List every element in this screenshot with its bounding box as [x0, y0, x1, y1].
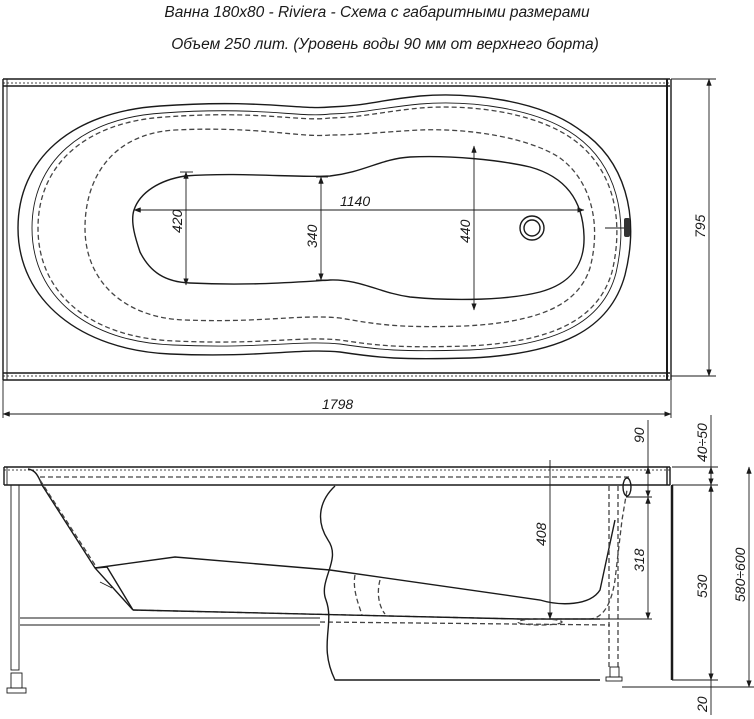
dim-overall-length: 1798 — [322, 396, 353, 412]
outer-contour — [17, 94, 632, 360]
dim-rim-adjust: 40÷50 — [694, 423, 710, 462]
dim-overflow-height: 318 — [631, 548, 647, 572]
dim-inner-length: 1140 — [340, 193, 370, 209]
dim-foot-clearance: 20 — [694, 696, 710, 713]
overflow-icon — [624, 218, 630, 237]
dim-head-width: 420 — [169, 209, 185, 233]
side-view: 408 90 318 40÷50 530 20 580÷600 — [3, 415, 754, 715]
dim-overall-width: 795 — [692, 214, 708, 238]
dim-water-level: 90 — [631, 427, 647, 443]
bowl-contour — [84, 128, 596, 328]
section-break — [319, 485, 600, 681]
foot-right — [605, 676, 623, 682]
dim-total-height: 580÷600 — [732, 547, 748, 602]
dim-waist-width: 340 — [304, 224, 320, 248]
dim-body-height: 530 — [694, 574, 710, 598]
basin-floor — [131, 155, 585, 301]
rim-frame — [2, 78, 672, 381]
dim-foot-width: 440 — [457, 219, 473, 243]
overflow-valve-icon — [622, 477, 632, 497]
top-view: 1140 420 340 440 795 1798 — [2, 78, 716, 418]
drain-icon — [519, 215, 545, 241]
rim-contour — [37, 106, 618, 348]
drawing-title: Ванна 180x80 - Riviera - Схема с габарит… — [164, 4, 590, 21]
dim-depth: 408 — [533, 522, 549, 546]
drawing-subtitle: Объем 250 лит. (Уровень воды 90 мм от ве… — [171, 36, 599, 53]
foot-left — [6, 687, 27, 694]
